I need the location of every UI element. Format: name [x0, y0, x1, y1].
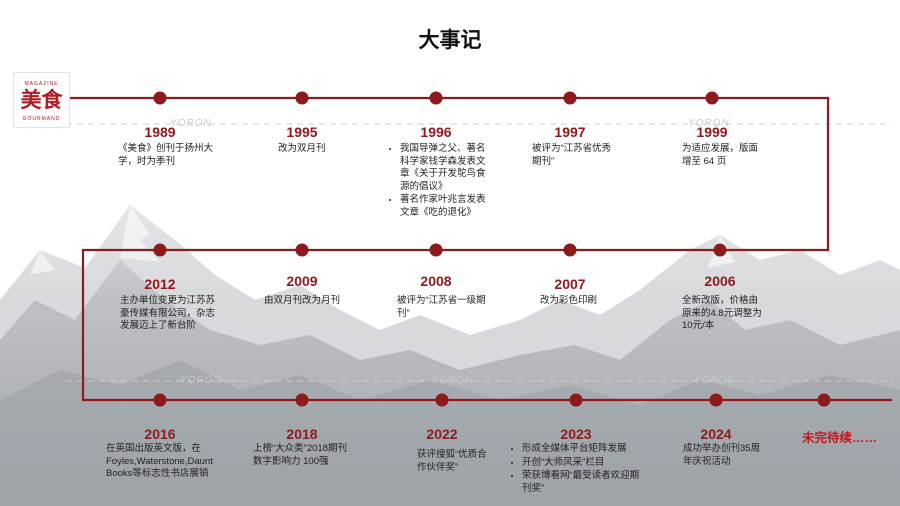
event-text: 在英国出版英文版，在Foyles,Waterstone,Daunt Books等… — [106, 443, 213, 479]
event-year: 1995 — [286, 124, 318, 140]
page-title: 大事记 — [418, 28, 482, 52]
timeline-dot-2024 — [709, 393, 723, 407]
event-year: 1996 — [420, 124, 452, 140]
event-year: 1989 — [144, 124, 176, 140]
event-year: 2006 — [704, 273, 736, 289]
timeline-dot-2016 — [153, 393, 167, 407]
timeline-dot-2012 — [153, 243, 167, 257]
timeline-dot-1995 — [295, 91, 309, 105]
event-description: 主办单位变更为江苏苏豪传媒有限公司，杂志发展迈上了新台阶 — [120, 295, 222, 333]
event-year: 2018 — [286, 426, 318, 442]
event-description: 在英国出版英文版，在Foyles,Waterstone,Daunt Books等… — [106, 443, 218, 481]
event-year: 2024 — [700, 426, 732, 442]
event-year: 2009 — [286, 273, 318, 289]
event-text: 上榜“大众类”2018期刊数字影响力 100强 — [253, 443, 347, 467]
magazine-logo: MAGAZINE 美食 GOURMAND — [13, 72, 70, 128]
event-year: 1997 — [554, 124, 586, 140]
event-year: 2016 — [144, 426, 176, 442]
to-be-continued-text: 未完待续…… — [802, 431, 878, 445]
event-description: 上榜“大众类”2018期刊数字影响力 100强 — [253, 443, 353, 468]
event-year: 2022 — [426, 426, 458, 442]
event-year: 2023 — [560, 426, 592, 442]
event-description: 成功举办创刊35周年庆祝活动 — [683, 443, 763, 468]
event-bullet-item: 形成全媒体平台矩阵发展 — [522, 443, 640, 456]
event-bullet-item: 著名作家叶兆言发表文章《吃的退化》 — [400, 194, 493, 219]
event-text: 全新改版，价格由原来的4.8元调整为10元/本 — [682, 295, 762, 331]
event-description: 由双月刊改为月刊 — [264, 295, 354, 308]
timeline-dot-2023 — [569, 393, 583, 407]
timeline-dot-1996 — [429, 91, 443, 105]
event-description: 为适应发展，版面增至 64 页 — [682, 143, 767, 168]
event-year: 2012 — [144, 276, 176, 292]
event-bullet-item: 开创“大师风采”栏目 — [522, 457, 640, 470]
logo-gourmand-text: GOURMAND — [22, 116, 61, 122]
timeline-dot-1999 — [705, 91, 719, 105]
timeline-dot-2022 — [435, 393, 449, 407]
event-description: 被评为“江苏省优秀期刊” — [532, 143, 617, 168]
event-description: 形成全媒体平台矩阵发展开创“大师风采”栏目荣获博看网“最受读者欢迎期刊奖” — [510, 443, 640, 496]
event-text: 主办单位变更为江苏苏豪传媒有限公司，杂志发展迈上了新台阶 — [120, 295, 216, 331]
event-description: 《美食》创刊于扬州大学，时为季刊 — [118, 143, 218, 168]
event-text: 成功举办创刊35周年庆祝活动 — [683, 443, 761, 467]
event-year: 2008 — [420, 273, 452, 289]
event-bullet-item: 荣获博看网“最受读者欢迎期刊奖” — [522, 470, 640, 495]
watermark: YORON — [180, 375, 222, 386]
event-bullet-item: 我国导弹之父、著名科学家钱学森发表文章《关于开发鸵鸟食源的倡议》 — [400, 143, 493, 193]
timeline-dot-2009 — [295, 243, 309, 257]
event-description: 我国导弹之父、著名科学家钱学森发表文章《关于开发鸵鸟食源的倡议》著名作家叶兆言发… — [388, 143, 493, 220]
event-text: 《美食》创刊于扬州大学，时为季刊 — [118, 143, 214, 167]
event-year: 1999 — [696, 124, 728, 140]
event-text: 为适应发展，版面增至 64 页 — [682, 143, 759, 167]
event-description: 全新改版，价格由原来的4.8元调整为10元/本 — [682, 295, 767, 333]
timeline-dot-1997 — [563, 91, 577, 105]
event-text: 被评为“江苏省一级期刊” — [397, 295, 486, 319]
event-text: 获评搜狐“优质合作伙伴奖” — [417, 449, 487, 473]
watermark: YORON — [688, 118, 730, 129]
timeline-dot-1989 — [153, 91, 167, 105]
logo-main-text: 美食 — [20, 87, 63, 112]
event-description: 改为彩色印刷 — [540, 295, 625, 308]
watermark: YORON — [432, 375, 474, 386]
event-text: 由双月刊改为月刊 — [264, 295, 341, 306]
timeline-dot-2008 — [429, 243, 443, 257]
event-description: 被评为“江苏省一级期刊” — [397, 295, 487, 320]
timeline-dot-end — [817, 393, 831, 407]
watermark: YORON — [170, 118, 212, 129]
event-text: 被评为“江苏省优秀期刊” — [532, 143, 612, 167]
event-description: 改为双月刊 — [278, 143, 368, 156]
event-text: 改为双月刊 — [278, 143, 326, 154]
logo-magazine-text: MAGAZINE — [24, 81, 59, 87]
timeline-dot-2007 — [563, 243, 577, 257]
event-text: 改为彩色印刷 — [540, 295, 598, 306]
timeline-snake-line — [70, 96, 892, 402]
watermark: YORON — [694, 375, 736, 386]
event-description: 获评搜狐“优质合作伙伴奖” — [417, 449, 492, 474]
timeline-dot-2018 — [295, 393, 309, 407]
timeline-dot-2006 — [713, 243, 727, 257]
event-year: 2007 — [554, 276, 586, 292]
